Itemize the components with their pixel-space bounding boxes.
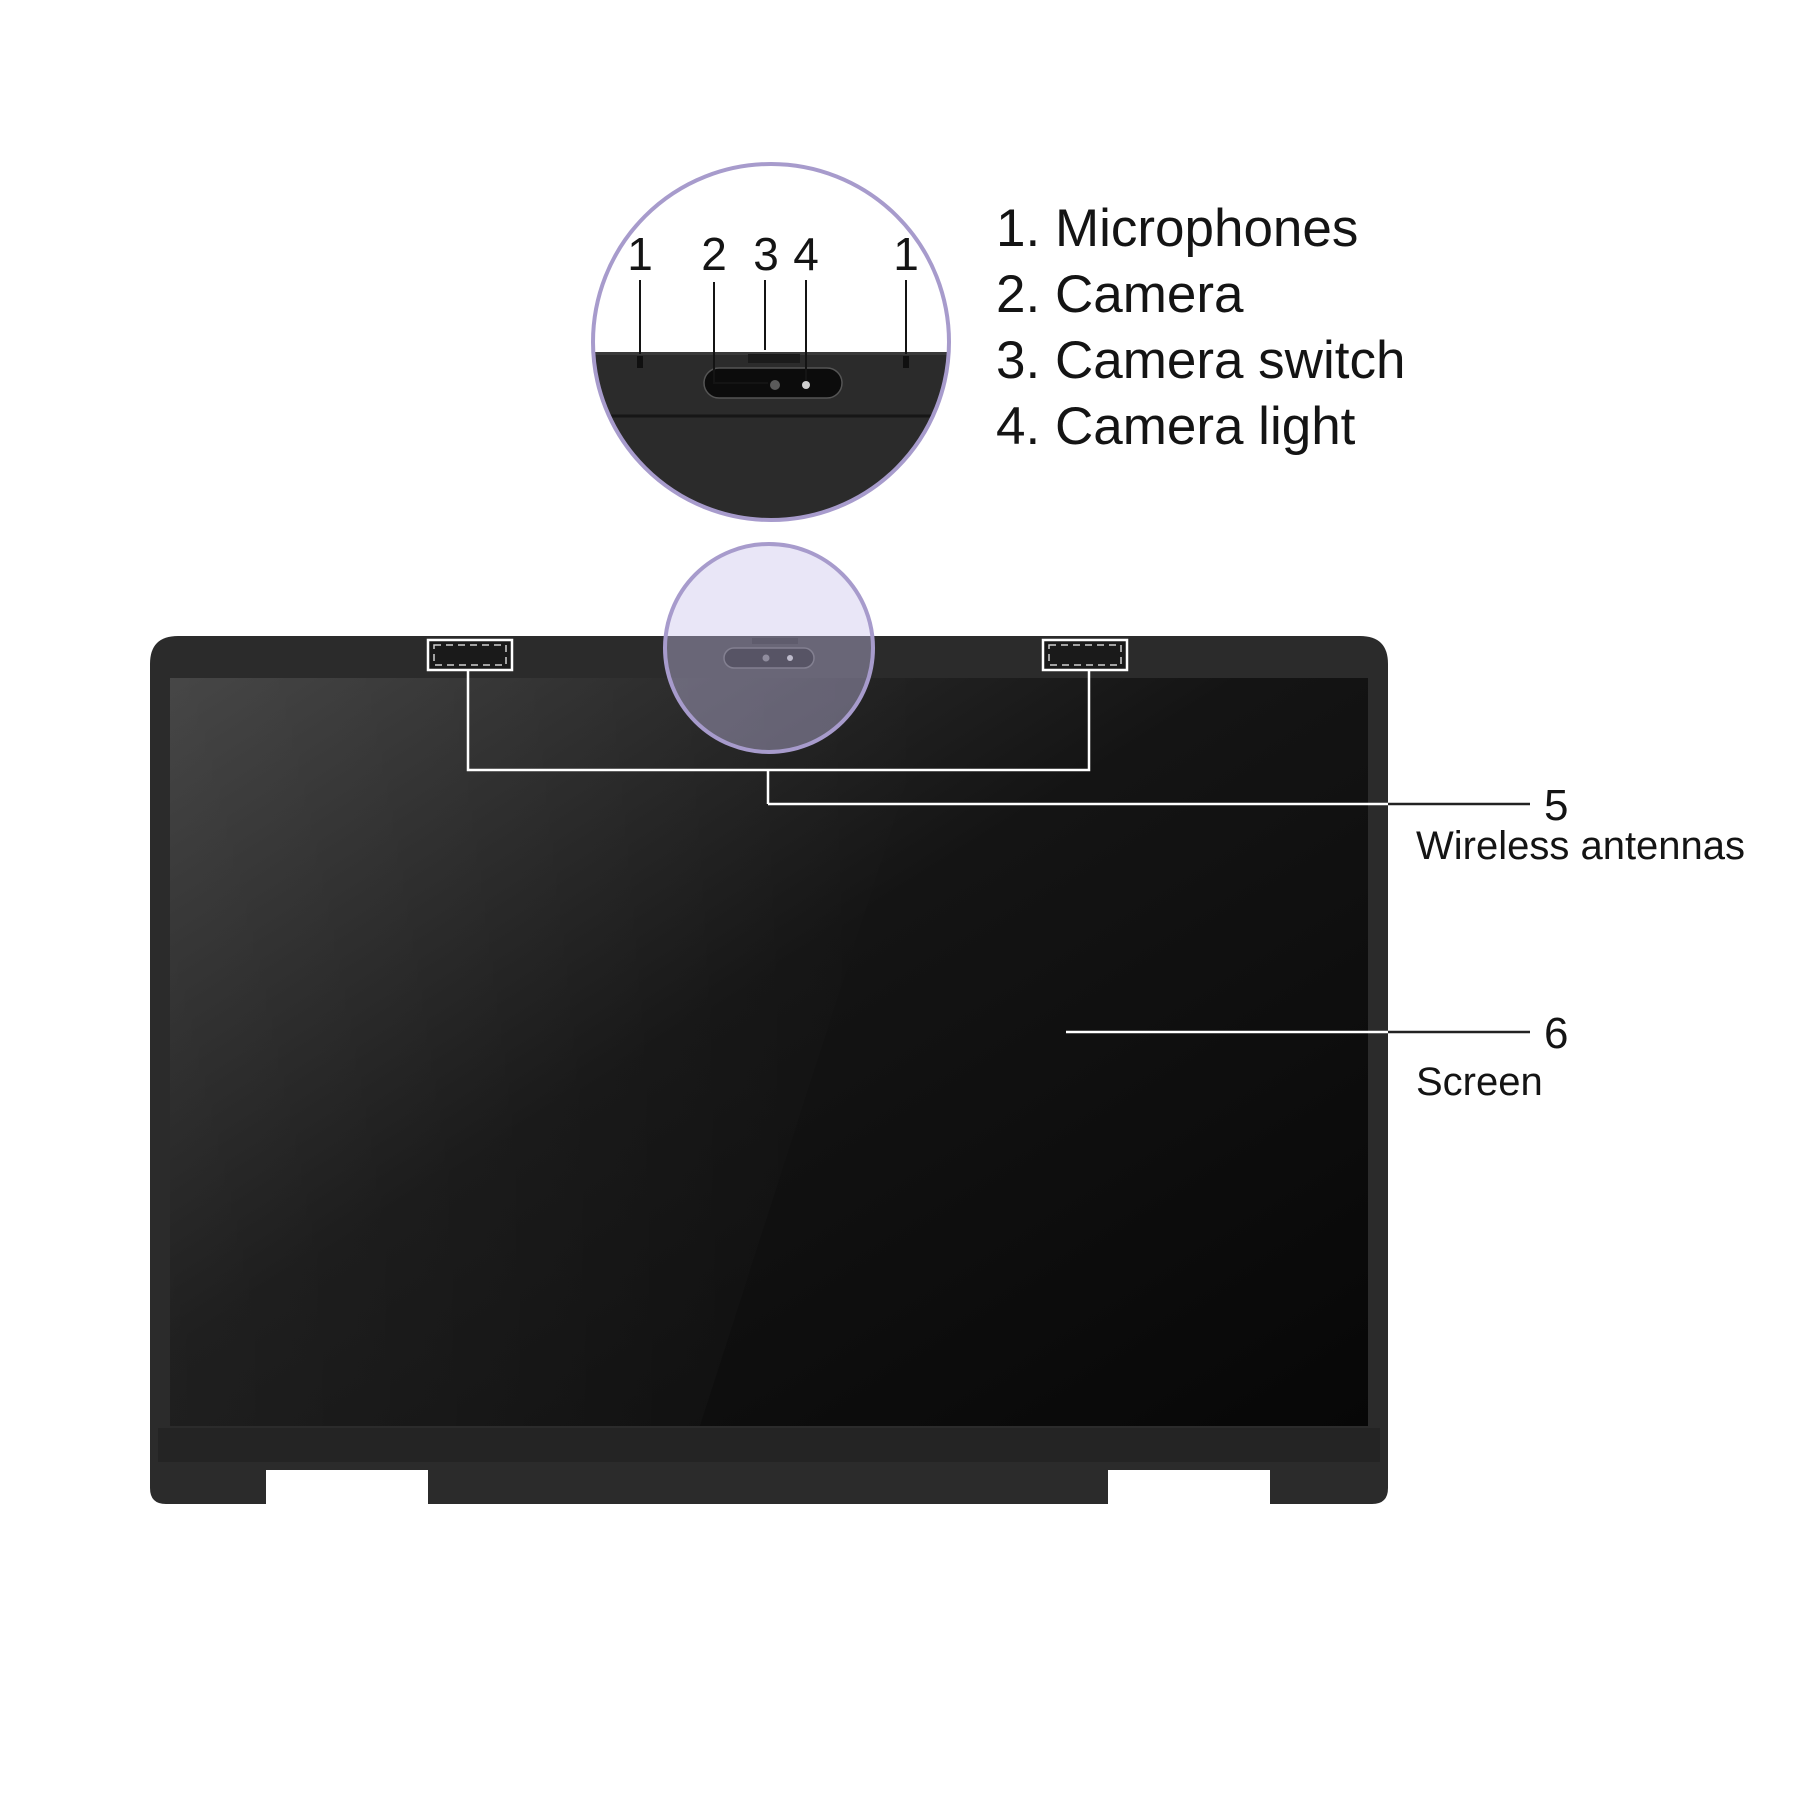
zoom-label-camera-switch: 3 — [753, 228, 779, 280]
zoom-label-camera: 2 — [701, 228, 727, 280]
zoom-camera-lens — [770, 380, 780, 390]
zoom-view: 1 2 3 4 1 — [593, 164, 949, 520]
camera-light-dot — [787, 655, 793, 661]
callout-number-antennas: 5 — [1544, 781, 1569, 830]
legend-item-camera-switch: 3. Camera switch — [996, 331, 1406, 390]
zoom-mic-right — [903, 356, 909, 368]
zoom-mic-left — [637, 356, 643, 368]
zoom-camera-light — [802, 381, 810, 389]
zoom-ring — [591, 162, 951, 522]
callout-label-screen: Screen — [1416, 1060, 1543, 1104]
legend-item-microphones: 1. Microphones — [996, 199, 1359, 258]
zoom-label-mic-left: 1 — [627, 228, 653, 280]
bezel-chin — [158, 1428, 1380, 1462]
callout-number-screen: 6 — [1544, 1009, 1569, 1058]
legend-item-camera: 2. Camera — [996, 265, 1244, 324]
legend: 1. Microphones 2. Camera 3. Camera switc… — [996, 196, 1405, 460]
callout-label-antennas: Wireless antennas — [1416, 824, 1746, 868]
zoom-camera-switch — [748, 354, 800, 363]
antenna-leader-line — [466, 670, 1430, 806]
camera-lens — [762, 654, 770, 662]
zoom-label-camera-light: 4 — [793, 228, 819, 280]
magnifier-locator — [663, 542, 875, 754]
screen-glare — [170, 678, 940, 1426]
legend-item-camera-light: 4. Camera light — [996, 397, 1356, 456]
